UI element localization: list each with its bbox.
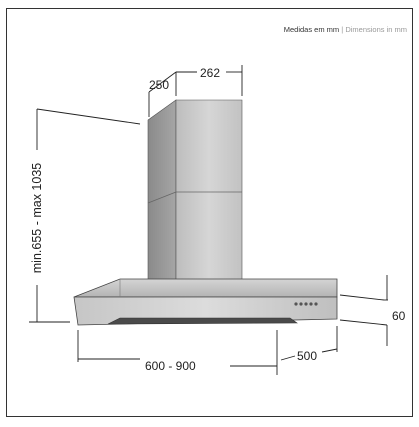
control-buttons [294,302,318,306]
canopy-top [73,278,338,298]
control-button [314,302,318,306]
dimension-depth [280,326,338,361]
chimney-joint [147,191,177,204]
dimension-canopy-height [339,275,388,346]
chimney-width-label: 262 [200,66,220,80]
units-label-en: Dimensions in mm [345,25,407,34]
canopy [73,278,338,326]
filter-panel [107,317,298,325]
units-separator: | [341,25,344,34]
dimension-width [77,330,278,375]
control-button [309,302,313,306]
control-button [304,302,308,306]
width-range-label: 600 - 900 [145,359,196,373]
units-caption: Medidas em mm | Dimensions in mm [284,25,407,34]
height-range-label: min.655 - max 1035 [30,163,44,274]
chimney-depth-label: 250 [149,78,169,92]
canopy-height-label: 60 [392,309,406,323]
units-label-pt: Medidas em mm [283,25,340,34]
depth-label: 500 [297,349,317,363]
chimney [147,99,243,289]
border-frame [6,8,413,417]
control-button [299,302,303,306]
dimension-chimney-top [148,65,243,117]
chimney-front [175,99,243,289]
control-button [294,302,298,306]
dimension-height [29,108,141,323]
